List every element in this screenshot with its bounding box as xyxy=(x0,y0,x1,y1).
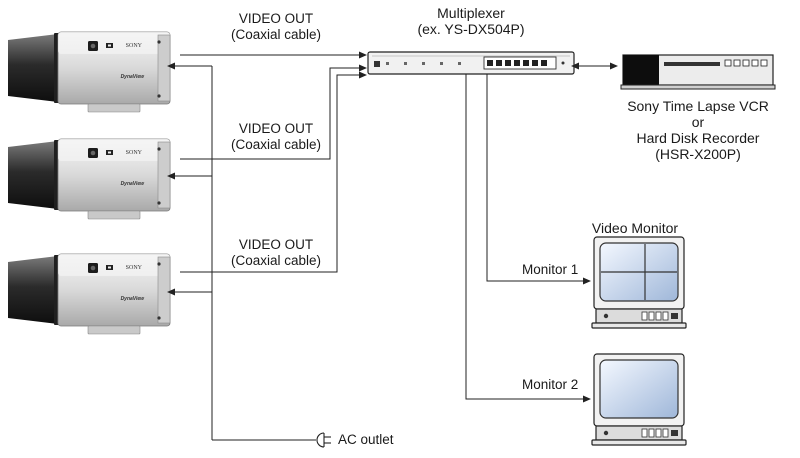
cable-label-2: VIDEO OUT (Coaxial cable) xyxy=(218,121,334,153)
camera-3: SONY DynaView xyxy=(7,253,171,335)
camera-2-brand: SONY xyxy=(126,150,143,156)
cable-label-1-line1: VIDEO OUT xyxy=(238,11,314,26)
monitor-2-device xyxy=(591,353,687,446)
cable-label-2-line2: (Coaxial cable) xyxy=(230,137,322,152)
cable-label-1: VIDEO OUT (Coaxial cable) xyxy=(218,11,334,43)
monitor-2-label: Monitor 2 xyxy=(522,377,579,392)
cable-label-3-line2: (Coaxial cable) xyxy=(230,253,322,268)
multiplexer-label-line2: (ex. YS-DX504P) xyxy=(417,21,525,37)
recorder-label-line1: Sony Time Lapse VCR xyxy=(627,98,769,114)
ac-outlet-label: AC outlet xyxy=(338,432,394,447)
cable-label-1-line2: (Coaxial cable) xyxy=(230,27,322,42)
recorder-device xyxy=(620,54,776,90)
monitor-1-label: Monitor 1 xyxy=(522,262,579,277)
camera-1: SONY DynaView xyxy=(7,31,171,113)
recorder-label-line2: or xyxy=(691,114,705,130)
monitor-cable-lines xyxy=(465,74,591,403)
multiplexer-label: Multiplexer (ex. YS-DX504P) xyxy=(396,5,546,37)
cable-label-3: VIDEO OUT (Coaxial cable) xyxy=(218,237,334,269)
cable-label-3-line1: VIDEO OUT xyxy=(238,237,314,252)
cable-label-2-line1: VIDEO OUT xyxy=(238,121,314,136)
recorder-label-line4: (HSR-X200P) xyxy=(655,146,741,162)
multiplexer-label-line1: Multiplexer xyxy=(437,5,505,21)
camera-1-model: DynaView xyxy=(121,74,146,80)
video-cable-lines xyxy=(180,51,367,273)
camera-2-model: DynaView xyxy=(121,181,146,187)
camera-3-model: DynaView xyxy=(121,296,146,302)
power-cable-lines xyxy=(167,62,316,441)
recorder-label-line3: Hard Disk Recorder xyxy=(636,130,760,146)
recorder-label: Sony Time Lapse VCR or Hard Disk Recorde… xyxy=(608,98,788,162)
camera-2: SONY DynaView xyxy=(7,138,171,220)
camera-3-brand: SONY xyxy=(126,265,143,271)
camera-1-brand: SONY xyxy=(126,43,143,49)
monitor-1-device xyxy=(591,236,687,329)
multiplexer-device xyxy=(367,51,575,75)
video-monitor-title: Video Monitor xyxy=(591,220,679,236)
ac-plug-icon xyxy=(316,432,331,448)
